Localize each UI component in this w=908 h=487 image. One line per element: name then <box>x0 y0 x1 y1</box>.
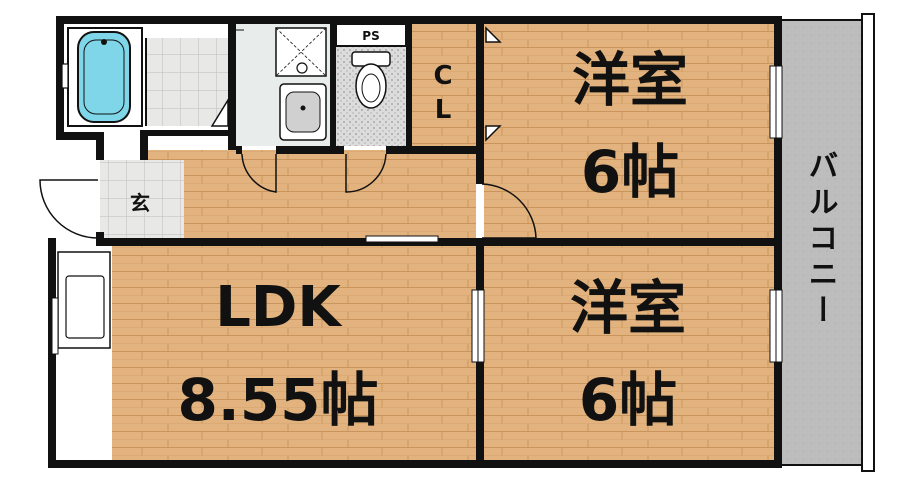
ldk-name: LDK <box>215 275 343 340</box>
balcony <box>777 13 875 472</box>
pipe-space: PS <box>335 23 407 47</box>
western-room-bottom-size: 6帖 <box>579 366 677 434</box>
sliding-door <box>365 235 439 246</box>
western-room-bottom-name: 洋室 <box>570 274 686 342</box>
bathtub-icon <box>77 31 131 123</box>
western-room-bottom-floor <box>484 246 774 460</box>
closet: C L <box>433 61 452 125</box>
door-swing-icon <box>39 26 537 239</box>
pipe-space-label: PS <box>362 29 379 43</box>
entrance-floor <box>100 160 184 238</box>
kitchen-counter-icon <box>51 251 111 355</box>
closet-label-l: L <box>435 95 452 125</box>
ldk-floor <box>112 246 476 460</box>
toilet-icon <box>351 51 391 109</box>
washroom <box>236 27 327 141</box>
closet-label-c: C <box>433 61 452 91</box>
bathroom <box>61 24 147 130</box>
western-room-top-size: 6帖 <box>581 138 679 206</box>
western-room-top-name: 洋室 <box>572 46 688 114</box>
window-icon <box>471 65 783 363</box>
entrance-label: 玄 <box>130 191 150 215</box>
western-room-top-floor <box>484 24 774 238</box>
bath-changing-floor <box>146 38 228 126</box>
ldk-size: 8.55帖 <box>177 366 378 434</box>
balcony-label: バルコニー <box>803 150 838 330</box>
hallway-floor <box>146 150 476 238</box>
closet-floor <box>412 24 478 146</box>
